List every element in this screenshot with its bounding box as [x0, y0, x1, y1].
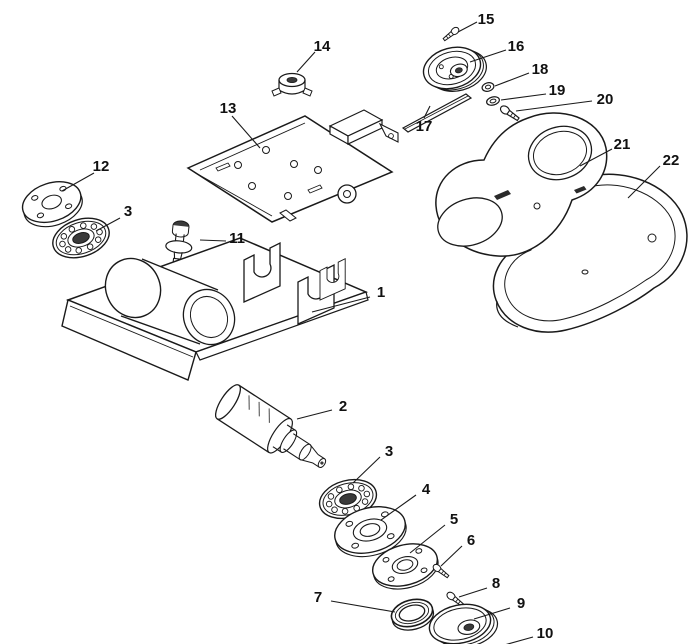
- part-20-bolt-drawing: [498, 103, 521, 123]
- leader-line-8: [458, 587, 488, 598]
- part-label-4: 4: [422, 481, 431, 498]
- part-label-14: 14: [314, 38, 331, 55]
- part-9-pulley-drawing: [428, 603, 499, 644]
- part-14-clamp-drawing: [271, 72, 313, 97]
- part-label-6: 6: [467, 532, 475, 549]
- leader-line-19: [500, 93, 547, 101]
- leader-line-18: [494, 72, 530, 87]
- part-label-7: 7: [314, 589, 322, 606]
- leader-line-12: [61, 172, 95, 192]
- part-label-21: 21: [614, 136, 631, 153]
- part-7-seal-ring-drawing: [390, 598, 435, 631]
- part-label-10: 10: [537, 625, 554, 642]
- leader-line-21: [579, 148, 613, 167]
- part-5-flange-drawing: [372, 543, 439, 590]
- part-label-19: 19: [549, 82, 566, 99]
- part-label-16: 16: [508, 38, 525, 55]
- part-18-washer-drawing: [481, 82, 495, 92]
- part-13-mount-plate-drawing: [186, 109, 399, 223]
- leader-line-10: [505, 636, 534, 644]
- leader-line-5: [409, 524, 446, 554]
- leader-line-16: [469, 49, 507, 63]
- leader-line-17: [423, 105, 431, 119]
- part-19-washer-drawing: [486, 96, 500, 106]
- part-15-screw-drawing: [441, 25, 461, 43]
- part-label-11: 11: [229, 230, 245, 247]
- leader-line-15: [457, 21, 478, 33]
- part-label-18: 18: [532, 61, 549, 78]
- part-label-2: 2: [339, 398, 347, 415]
- leader-line-22: [627, 165, 661, 199]
- leader-line-11: [199, 239, 227, 242]
- part-12-flange-drawing: [21, 181, 83, 228]
- leader-line-6: [440, 545, 463, 567]
- part-label-3-upper: 3: [124, 203, 132, 220]
- leader-line-7: [330, 600, 396, 613]
- part-2-shaft-drawing: [214, 384, 327, 469]
- leader-line-2: [296, 409, 333, 420]
- leader-line-1: [311, 296, 371, 313]
- part-16-pulley-drawing: [422, 46, 487, 92]
- part-label-5: 5: [450, 511, 458, 528]
- leader-lines: [61, 21, 661, 644]
- part-label-13: 13: [220, 100, 237, 117]
- leader-line-20: [515, 100, 593, 112]
- part-label-15: 15: [478, 11, 495, 28]
- part-label-22: 22: [663, 152, 680, 169]
- part-label-17: 17: [416, 118, 433, 135]
- leader-line-4: [380, 494, 417, 521]
- part-label-1: 1: [377, 284, 385, 301]
- leader-line-13: [231, 115, 261, 149]
- part-label-12: 12: [93, 158, 110, 175]
- leader-line-3-lower: [352, 456, 381, 484]
- part-21-belt-guard-plate-drawing: [435, 112, 608, 257]
- part-label-8: 8: [492, 575, 500, 592]
- part-6-bolt-drawing: [431, 562, 451, 580]
- part-label-20: 20: [597, 91, 614, 108]
- part-17-bracket-strip-drawing: [401, 93, 473, 133]
- leader-line-9: [473, 607, 511, 620]
- part-label-3-lower: 3: [385, 443, 393, 460]
- callout-labels: 15 16 18 19 20 17 14 13 12 3 11 1 21 22 …: [93, 11, 680, 642]
- leader-line-14: [296, 51, 316, 73]
- leader-line-3-upper: [95, 217, 121, 232]
- part-label-9: 9: [517, 595, 525, 612]
